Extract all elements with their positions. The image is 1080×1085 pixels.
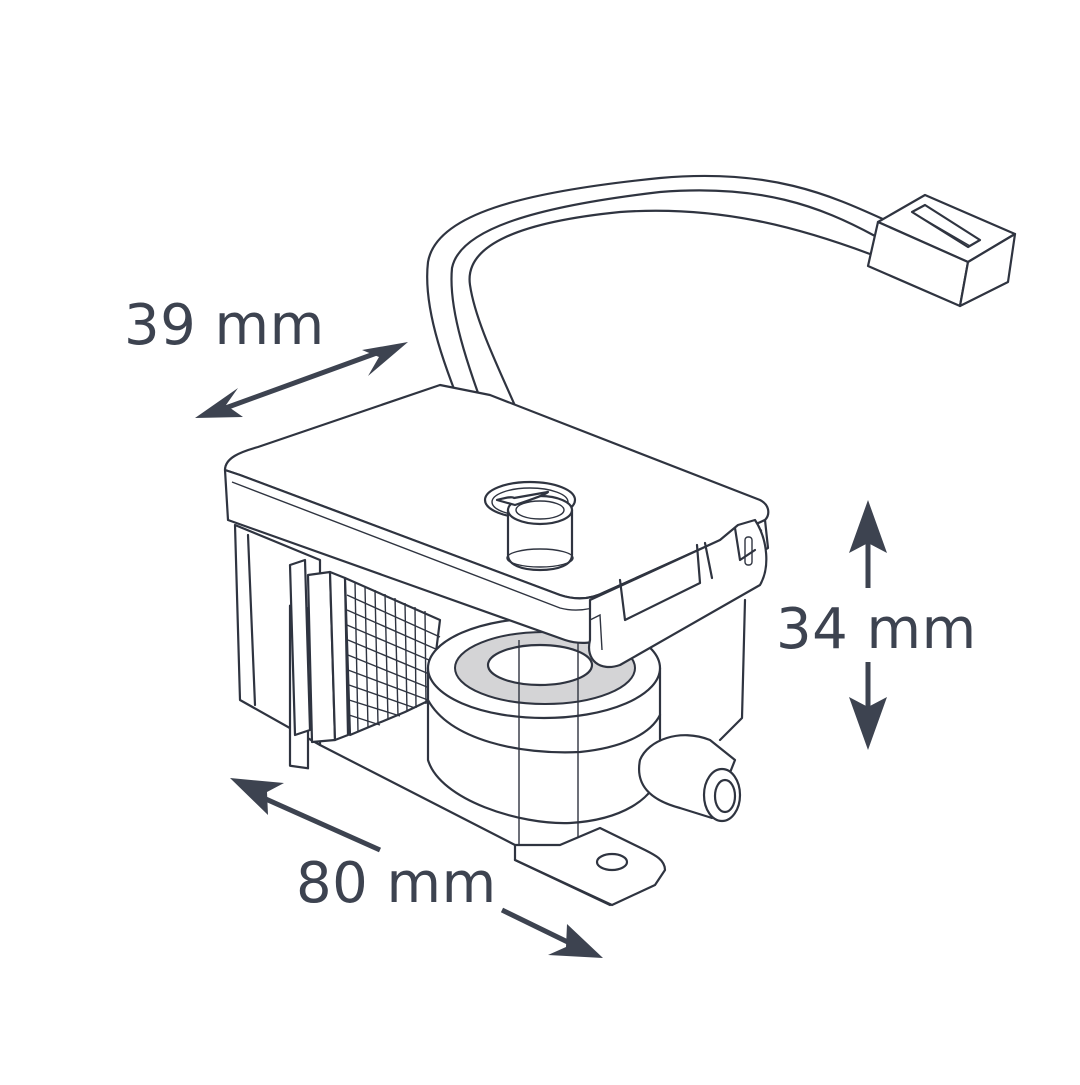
lid-latch bbox=[587, 518, 768, 668]
depth-dimension-arrow bbox=[195, 342, 408, 418]
pump-housing bbox=[233, 523, 747, 907]
discharge-port bbox=[637, 734, 742, 823]
inlet-filter-frame bbox=[288, 558, 350, 770]
outlet-spigot bbox=[483, 480, 577, 572]
depth-dimension-label: 39 mm bbox=[124, 293, 325, 358]
length-dimension-arrow bbox=[230, 778, 603, 958]
connector-plug bbox=[866, 193, 1017, 308]
height-dimension-label: 34 mm bbox=[776, 597, 977, 662]
height-dimension-arrow bbox=[849, 500, 887, 750]
cable bbox=[426, 174, 887, 502]
inlet-filter-mesh bbox=[343, 576, 442, 737]
mounting-tab bbox=[513, 826, 667, 907]
length-dimension-label: 80 mm bbox=[296, 851, 497, 916]
lid bbox=[223, 383, 770, 668]
